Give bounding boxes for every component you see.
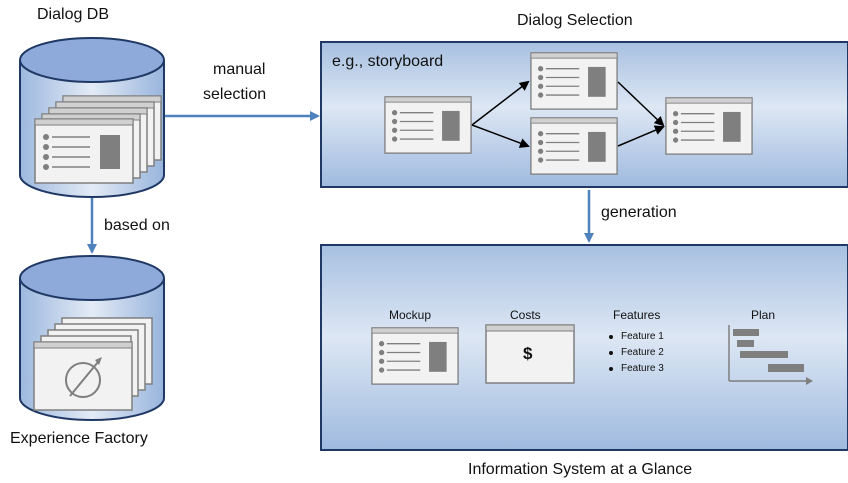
feature-item: Feature 1	[621, 331, 664, 342]
dialog-stack-icon	[34, 95, 162, 184]
information-system-label: Information System at a Glance	[468, 461, 693, 478]
dialog-selection-label: Dialog Selection	[517, 12, 633, 29]
mockup-label: Mockup	[389, 308, 432, 322]
based-on-label: based on	[104, 217, 170, 234]
storyboard-dialog-4	[665, 97, 753, 155]
selection-label: selection	[203, 86, 267, 103]
generation-label: generation	[601, 204, 677, 221]
experience-stack	[33, 317, 153, 411]
information-system-panel	[320, 244, 848, 451]
features-label: Features	[613, 308, 661, 322]
storyboard-label: e.g., storyboard	[332, 53, 444, 70]
plan-label: Plan	[751, 308, 776, 322]
experience-factory-label: Experience Factory	[10, 430, 148, 447]
feature-bullets	[609, 335, 613, 371]
storyboard-dialog-1	[384, 96, 472, 154]
costs-window	[485, 324, 575, 384]
mockup-dialog	[371, 327, 459, 385]
plan-gantt-icon	[728, 325, 813, 385]
dialog-db-label: Dialog DB	[37, 6, 110, 23]
feature-item: Feature 3	[621, 363, 664, 374]
dialog-db-cylinder	[19, 37, 165, 198]
experience-factory-cylinder	[19, 255, 165, 421]
storyboard-arrow	[617, 81, 665, 127]
storyboard-dialog-2	[530, 52, 618, 110]
cost-symbol: $	[523, 344, 533, 363]
feature-item: Feature 2	[621, 347, 664, 358]
manual-label: manual	[213, 61, 266, 78]
storyboard-arrow	[471, 80, 530, 126]
storyboard-arrow	[471, 124, 530, 148]
experience-gauge-icon	[65, 357, 102, 398]
storyboard-arrow	[617, 125, 665, 147]
dialog-selection-panel	[320, 41, 848, 188]
storyboard-dialog-3	[530, 117, 618, 175]
costs-label: Costs	[510, 308, 541, 322]
